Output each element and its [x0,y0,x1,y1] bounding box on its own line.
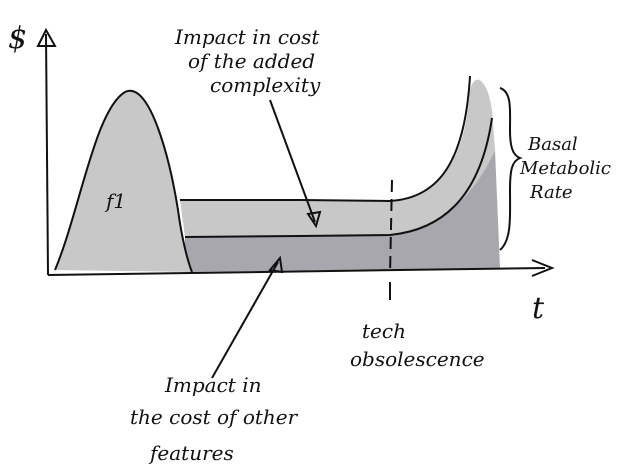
x-axis-label: t [532,291,545,326]
other-features-label-line-2: the cost of other [130,405,299,429]
y-axis-label: $ [8,21,27,56]
other-features-arrowhead [268,255,284,274]
y-axis-arrow [36,27,57,47]
other-features-label-line-3: features [148,441,234,465]
basal-rate-label-line-1: Basal [527,134,578,155]
added-complexity-curve [180,75,471,203]
x-axis-arrow [531,259,555,277]
other-features-label-line-1: Impact in [164,373,261,397]
added-complexity-label-line-3: complexity [210,73,321,97]
basal-rate-label-line-3: Rate [529,182,573,203]
other-features-arrow [211,261,279,379]
added-complexity-arrowhead [306,210,322,229]
added-complexity-label-line-1: Impact in cost [174,25,320,49]
obsolescence-label-line-2: obsolescence [350,347,485,371]
f1-label: f1 [104,189,126,213]
basal-rate-brace [499,87,523,251]
added-complexity-label-line-2: of the added [188,49,315,73]
obsolescence-marker-line [389,179,393,276]
other-features-cost-area [185,150,500,272]
obsolescence-label-line-1: tech [362,319,406,343]
added-complexity-arrow [269,99,316,223]
basal-rate-label-line-2: Metabolic [519,158,611,179]
y-axis [45,33,49,276]
x-axis [47,267,546,276]
f1-hump-outline [54,89,193,273]
added-complexity-area [180,79,495,237]
other-features-curve [184,117,493,238]
f1-hump-area [55,90,192,272]
